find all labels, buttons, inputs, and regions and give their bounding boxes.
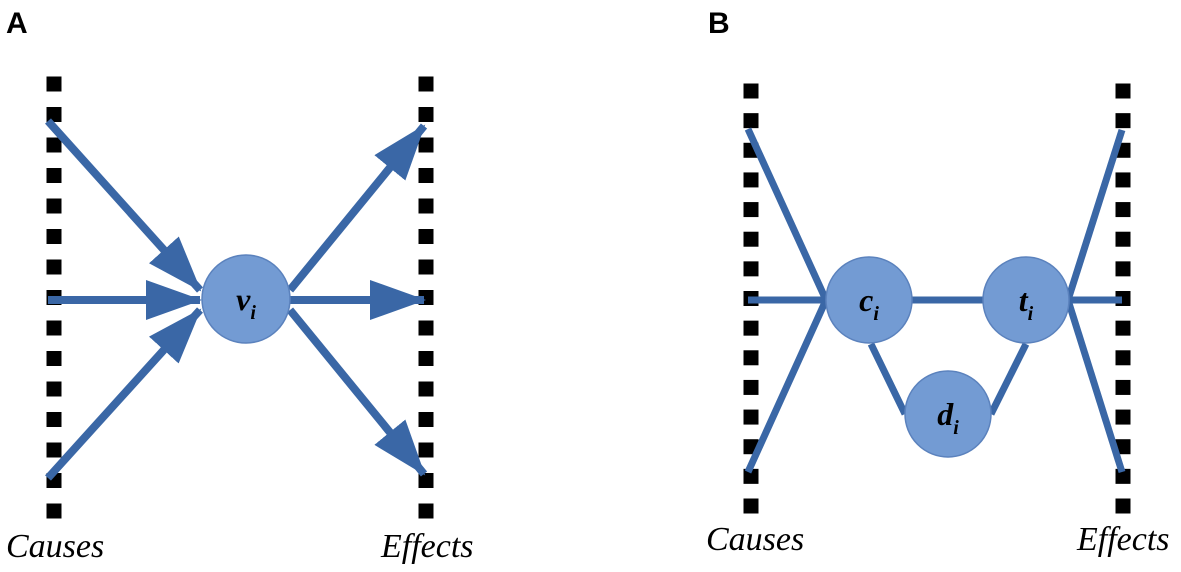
dot-square [418, 503, 434, 519]
edge-d-to-t [987, 342, 1030, 416]
panel-a-incoming-edges [45, 118, 203, 481]
dot-square [46, 503, 62, 519]
panel-a-label: A [6, 7, 28, 40]
dot-square [1115, 261, 1131, 277]
dot-square [418, 320, 434, 336]
dot-square [46, 351, 62, 366]
dot-square [46, 229, 62, 244]
panel-a-causes-caption: Causes [6, 528, 104, 565]
edge-cause-bottom-to-v [45, 307, 203, 481]
node-v-label: vi [236, 281, 256, 324]
dot-square [46, 107, 62, 122]
node-d: di [904, 370, 992, 458]
dot-square [418, 137, 434, 153]
edge-t-to-effect-top [1064, 128, 1126, 302]
dot-square [418, 107, 434, 122]
dot-square [743, 261, 759, 277]
node-c-circle [825, 256, 913, 344]
dot-square [46, 137, 62, 153]
edge-v-to-effect-top [286, 123, 428, 293]
dot-square [46, 381, 62, 397]
node-c-label: ci [859, 282, 879, 325]
dot-square [1115, 379, 1131, 395]
panel-a-effects-caption: Effects [380, 528, 474, 565]
edge-c-to-d [867, 342, 909, 416]
dot-square [1115, 202, 1131, 218]
dot-square [418, 259, 434, 275]
dot-square [743, 320, 759, 336]
dot-square [46, 76, 62, 92]
dot-square [1115, 498, 1131, 514]
panel-b-effects-caption: Effects [1076, 521, 1170, 558]
dot-square [46, 442, 62, 458]
dot-square [46, 198, 62, 214]
dot-square [418, 442, 434, 458]
node-v: vi [201, 254, 291, 344]
panel-a-outgoing-edges [286, 123, 428, 477]
dot-square [1115, 231, 1131, 247]
dot-square [418, 351, 434, 366]
dot-square [1115, 409, 1131, 425]
node-d-circle [904, 370, 992, 458]
dot-square [418, 412, 434, 427]
dot-square [46, 259, 62, 275]
edge-t-to-effect-bottom [1064, 298, 1126, 474]
panel-a: A vi Causes Effects [6, 7, 474, 565]
panel-b-label: B [708, 7, 730, 40]
dot-square [1115, 439, 1131, 455]
edge-cause-top-to-v [45, 118, 203, 293]
dot-square [743, 468, 759, 484]
dot-square [418, 381, 434, 397]
dot-square [46, 168, 62, 183]
dot-square [418, 198, 434, 214]
dot-square [46, 412, 62, 427]
edge-cause-top-to-c [744, 127, 830, 302]
edge-v-to-effect-bottom [286, 307, 428, 477]
dot-square [418, 473, 434, 488]
dot-square [743, 379, 759, 395]
panel-b-causes-caption: Causes [706, 521, 804, 558]
panel-b: B ci ti di Causes Effects [706, 7, 1170, 558]
dot-square [46, 320, 62, 336]
node-t-circle [982, 256, 1070, 344]
dot-square [743, 83, 759, 99]
dot-square [743, 231, 759, 247]
dot-square [1115, 83, 1131, 99]
dot-square [418, 76, 434, 92]
dot-square [1115, 113, 1131, 129]
node-d-label: di [937, 396, 959, 439]
node-c: ci [825, 256, 913, 344]
dot-square [743, 498, 759, 514]
edge-cause-bottom-to-c [744, 298, 830, 474]
dot-square [418, 229, 434, 244]
node-t: ti [982, 256, 1070, 344]
dot-square [743, 202, 759, 218]
dot-square [1115, 320, 1131, 336]
panel-b-edges [744, 127, 1126, 474]
node-v-circle [201, 254, 291, 344]
dot-square [1115, 172, 1131, 188]
dot-square [743, 172, 759, 188]
node-t-label: ti [1019, 282, 1034, 325]
dot-square [1115, 350, 1131, 366]
dot-square [743, 113, 759, 129]
panel-a-left-dotted-line [46, 76, 62, 519]
dot-square [743, 409, 759, 425]
dot-square [743, 350, 759, 366]
dot-square [418, 168, 434, 183]
